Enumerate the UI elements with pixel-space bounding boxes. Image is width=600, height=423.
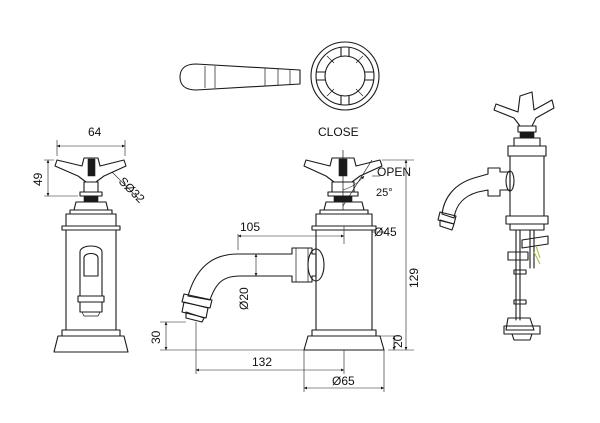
side-view-left [44,140,139,353]
dim-base-height: 20 [391,334,405,348]
dim-spout-reach: 105 [240,220,260,234]
dim-overall-height: 129 [407,268,421,288]
label-open: OPEN [377,165,411,179]
dim-body-dia: Ø45 [374,225,397,239]
label-angle: 25° [376,187,393,199]
dim-handle-width: 64 [88,125,102,139]
dim-overall-depth: 132 [252,355,272,369]
dim-handle-height: 49 [31,172,45,186]
dim-base-dia: Ø65 [332,374,355,388]
front-view [160,150,414,392]
top-view [179,41,380,111]
dim-spout-height: 30 [149,330,163,344]
perspective-view [437,91,555,341]
label-close: CLOSE [318,125,359,139]
dim-spout-dia: Ø20 [237,287,251,310]
dim-handle-dia: SØ32 [116,174,148,206]
